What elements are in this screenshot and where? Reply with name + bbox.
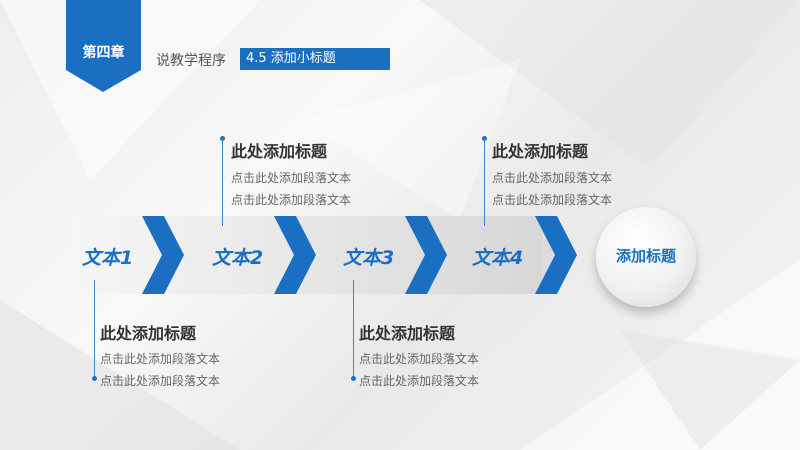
callout-text: 点击此处添加段落文本: [231, 171, 352, 185]
timeline-band: [72, 216, 577, 294]
callout-title: 此处添加标题: [359, 324, 456, 343]
callout-dot: [351, 376, 356, 381]
end-circle: 添加标题: [596, 207, 696, 307]
callout-connector: [353, 280, 354, 378]
callout-text: 点击此处添加段落文本: [492, 171, 613, 185]
callout-text: 点击此处添加段落文本: [231, 193, 352, 207]
callout-text: 点击此处添加段落文本: [492, 193, 613, 207]
callout-connector: [484, 138, 485, 226]
callout-text: 点击此处添加段落文本: [359, 374, 480, 388]
chevron-3: [405, 216, 447, 294]
end-circle-label: 添加标题: [615, 247, 676, 265]
chapter-badge-label: 第四章: [82, 45, 125, 61]
callout-title: 此处添加标题: [100, 324, 197, 343]
callout-text: 点击此处添加段落文本: [359, 352, 480, 366]
callout-text: 点击此处添加段落文本: [100, 352, 221, 366]
chapter-badge: 第四章: [66, 0, 141, 92]
callout-connector: [222, 138, 223, 226]
callout-text: 点击此处添加段落文本: [100, 374, 221, 388]
callout-title: 此处添加标题: [492, 142, 589, 161]
step-4-label: 文本4: [472, 247, 524, 269]
chevron-2: [274, 216, 316, 294]
callout-dot: [92, 376, 97, 381]
step-3-label: 文本3: [343, 247, 395, 269]
callout-title: 此处添加标题: [231, 142, 328, 161]
chevron-4: [535, 216, 577, 294]
badge-shape: [66, 0, 141, 92]
step-1-label: 文本1: [82, 247, 134, 269]
step-2-label: 文本2: [212, 247, 264, 269]
section-title: 4.5 添加小标题: [240, 48, 390, 70]
chevrons: [142, 216, 577, 294]
callout-connector: [94, 280, 95, 378]
subject-title: 说教学程序: [156, 53, 226, 69]
chevron-1: [142, 216, 184, 294]
